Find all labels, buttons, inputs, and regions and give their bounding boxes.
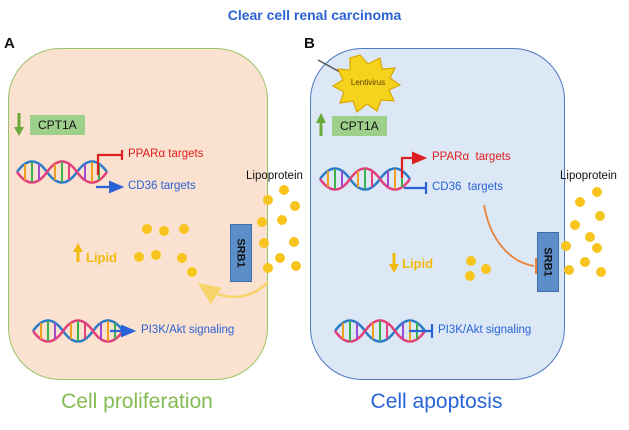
lipid-label-b: Lipid [402,256,434,271]
lipoprotein-label-middle: Lipoprotein [246,170,303,182]
srb1-inhibition-curve [483,204,535,267]
cpt1a-label-b: CPT1A [332,116,387,136]
panel-a-letter: A [4,35,15,52]
dna-icon-b1 [318,167,412,191]
srb1-label-a: SRB1 [235,238,247,268]
srb1-label-b: SRB1 [542,247,554,277]
lipid-dots-b [465,256,491,281]
ppara-targets-label-b: PPARα targets [432,151,511,163]
cpt1a-down-arrow-icon [14,113,24,136]
panel-b-letter: B [304,35,315,52]
cd36-targets-label-a: CD36 targets [128,180,196,192]
ppara-activation-arrow-b [400,151,428,178]
lipoprotein-dots-middle [257,185,301,273]
lipid-down-arrow-icon [389,253,399,273]
cpt1a-up-arrow-icon [316,113,326,136]
lipoprotein-label-right: Lipoprotein [560,170,617,182]
pi3k-akt-label-a: PI3K/Akt signaling [141,324,235,336]
lipid-dots-a [134,224,197,277]
dna-icon-a1 [15,160,109,184]
srb1-receptor-b: SRB1 [537,232,559,292]
lentivirus-burst-icon [317,54,402,113]
pi3k-akt-label-b: PI3K/Akt signaling [438,324,532,336]
lipid-uptake-arrow [197,281,269,305]
lipoprotein-dots-right [561,187,606,277]
cpt1a-label-a: CPT1A [30,115,85,135]
cell-a-body [8,48,268,380]
ppara-activation-arrow-a [96,153,122,175]
dna-icon-a2 [31,319,125,343]
figure-title: Clear cell renal carcinoma [227,7,402,23]
srb1-receptor-a: SRB1 [230,224,252,282]
outcome-label-b: Cell apoptosis [370,390,503,413]
cell-b-body [310,48,565,380]
lentivirus-label: Lentivirus [350,78,386,87]
ppara-targets-label-a: PPARα targets [128,148,204,160]
lipid-up-arrow-icon [73,243,83,262]
cd36-targets-label-b: CD36 targets [432,181,503,193]
outcome-label-a: Cell proliferation [61,390,213,413]
lipid-label-a: Lipid [86,250,118,265]
